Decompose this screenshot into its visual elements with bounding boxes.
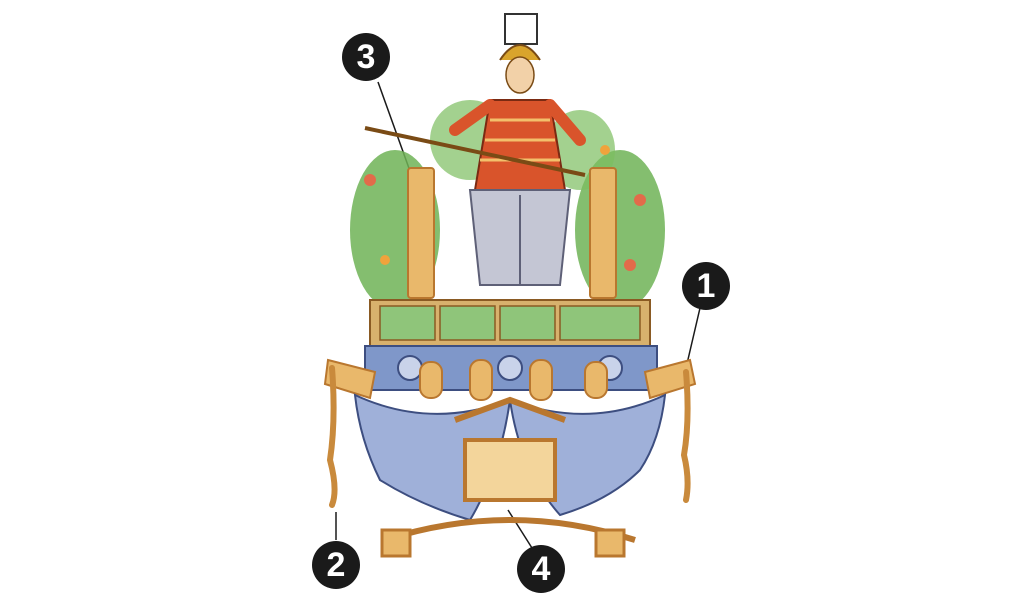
- hanging-ropes: [326, 365, 691, 508]
- crest-band: [364, 345, 658, 391]
- callout-3: 3: [342, 33, 390, 81]
- rafter-ends: [323, 358, 697, 401]
- float-posts: [407, 167, 617, 299]
- wooden-base: [380, 396, 636, 558]
- planter-boxes: [369, 299, 651, 347]
- callout-1: 1: [682, 262, 730, 310]
- callout-2: 2: [312, 541, 360, 589]
- samurai-figure: [364, 13, 586, 286]
- callout-4: 4: [517, 545, 565, 593]
